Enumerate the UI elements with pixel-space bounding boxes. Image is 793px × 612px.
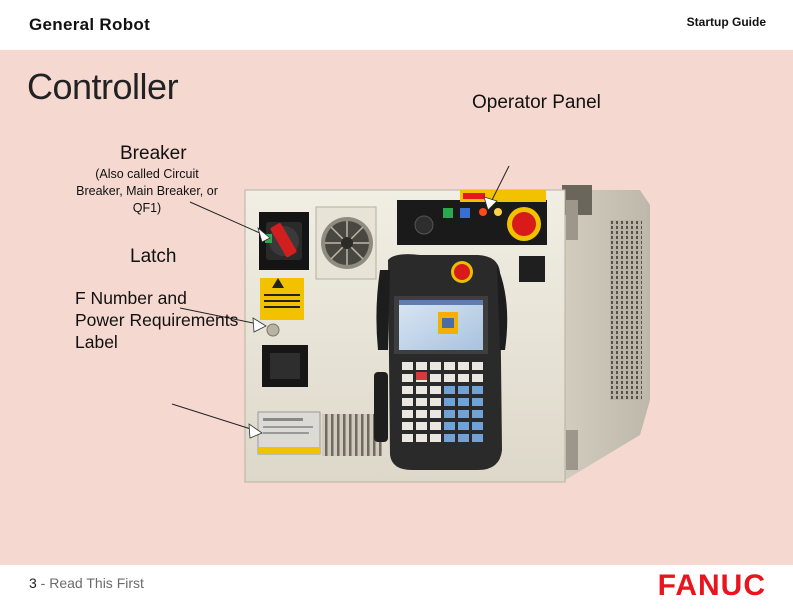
side-vent <box>610 220 642 400</box>
slide-header: General Robot Startup Guide <box>0 0 793 50</box>
breaker-note: (Also called Circuit Breaker, Main Break… <box>76 167 218 215</box>
controller-photo <box>171 165 650 483</box>
slide-title: Controller <box>27 66 179 107</box>
f-number-line-2: Power Requirements <box>75 310 239 330</box>
front-vent <box>322 414 382 456</box>
operator-panel-label: Operator Panel <box>472 92 601 113</box>
teach-pendant <box>374 254 508 470</box>
footer-section: Read This First <box>49 575 144 591</box>
latch <box>266 323 280 337</box>
latch-label: Latch <box>130 246 177 267</box>
latch-arrow <box>252 317 267 333</box>
page-number: 3 <box>29 575 37 591</box>
label-arrow <box>248 423 263 439</box>
f-number-line-1: F Number and <box>75 288 187 308</box>
header-title: General Robot <box>29 15 151 34</box>
operator-panel-arrow <box>483 196 498 211</box>
footer-page-info: 3 - Read This First <box>29 575 144 591</box>
breaker-arrow <box>257 226 271 243</box>
slide-footer: 3 - Read This First FANUC <box>0 565 793 612</box>
page-separator: - <box>36 575 50 591</box>
f-number-line-3: Label <box>75 332 118 352</box>
f-number-label: F Number and Power Requirements Label <box>75 287 275 353</box>
breaker-label: Breaker <box>120 143 187 164</box>
header-subtitle: Startup Guide <box>686 15 766 29</box>
fanuc-logo: FANUC <box>657 569 766 602</box>
